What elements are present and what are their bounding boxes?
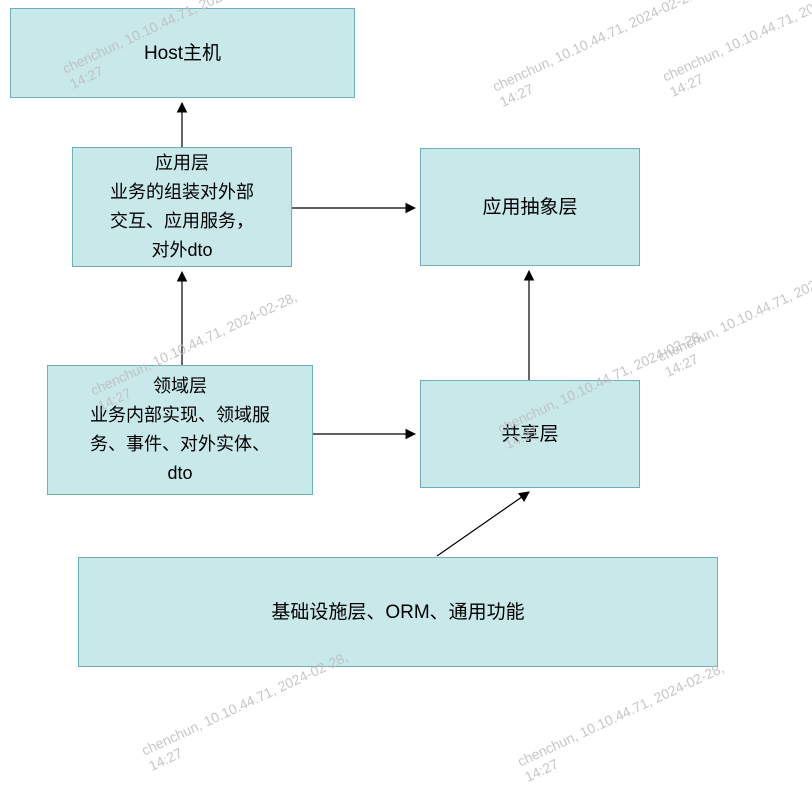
node-application-layer-desc-1: 业务的组装对外部 — [110, 182, 254, 202]
node-host: Host主机 — [10, 8, 355, 98]
diagram-canvas: Host主机 应用层 业务的组装对外部 交互、应用服务， 对外dto 应用抽象层… — [10, 0, 812, 785]
node-domain-layer-desc-2: 务、事件、对外实体、 — [90, 434, 270, 454]
watermark-line2: 14:27 — [522, 755, 561, 785]
node-application-layer-desc-2: 交互、应用服务， — [110, 211, 254, 231]
node-domain-layer-desc-1: 业务内部实现、领域服 — [90, 405, 270, 425]
node-application-abstraction-layer: 应用抽象层 — [420, 148, 640, 266]
node-application-layer: 应用层 业务的组装对外部 交互、应用服务， 对外dto — [72, 147, 292, 267]
node-infrastructure-layer-label: 基础设施层、ORM、通用功能 — [271, 601, 525, 623]
node-shared-layer: 共享层 — [420, 380, 640, 488]
node-shared-layer-label: 共享层 — [501, 423, 559, 445]
node-domain-layer: 领域层 业务内部实现、领域服 务、事件、对外实体、 dto — [47, 365, 313, 495]
watermark-line2: 14:27 — [146, 744, 185, 774]
node-infrastructure-layer: 基础设施层、ORM、通用功能 — [78, 557, 718, 667]
node-domain-layer-title: 领域层 — [153, 376, 207, 396]
node-application-layer-desc-3: 对外dto — [151, 240, 213, 260]
node-application-abstraction-layer-label: 应用抽象层 — [482, 196, 578, 218]
arrow-layer — [176, 101, 535, 557]
arrow-infra-to-shared — [436, 491, 530, 557]
node-host-label: Host主机 — [143, 42, 222, 64]
node-domain-layer-desc-3: dto — [167, 463, 193, 483]
node-application-layer-title: 应用层 — [155, 153, 209, 173]
